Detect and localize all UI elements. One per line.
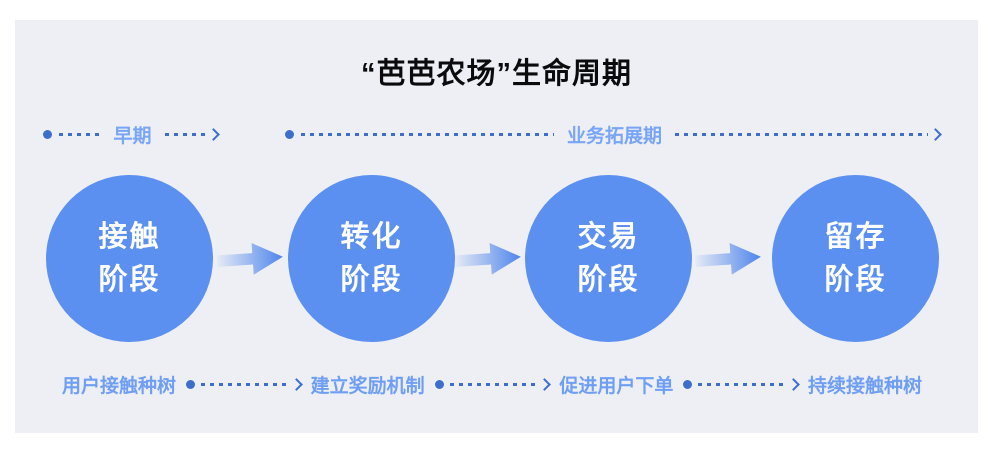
lifecycle-panel: “芭芭农场”生命周期 早期 业务拓展期 接触 阶段 转化 阶段 交易 阶 — [15, 20, 978, 433]
stage-label-line: 转化 — [340, 221, 403, 254]
stage-arrow-icon — [694, 239, 762, 280]
stage-arrow-icon — [454, 239, 522, 280]
step-connector — [186, 377, 303, 391]
timeline-start-dot-icon — [43, 129, 52, 139]
stage-label-line: 接触 — [98, 221, 161, 254]
stage-label-line: 阶段 — [824, 263, 887, 296]
stage-circle-transaction: 交易 阶段 — [525, 175, 692, 342]
connector-dot-icon — [186, 379, 196, 389]
stage-label-line: 阶段 — [98, 263, 161, 296]
dashed-line — [301, 132, 554, 136]
dashed-line — [59, 132, 101, 136]
arrow-right-icon — [207, 127, 220, 141]
connector-dot-icon — [683, 379, 693, 389]
timeline-label-expansion: 业务拓展期 — [567, 125, 663, 147]
arrow-right-icon — [289, 377, 303, 391]
stage-circle-contact: 接触 阶段 — [46, 175, 213, 342]
stage-label-line: 留存 — [824, 221, 887, 254]
arrow-right-icon — [538, 377, 552, 391]
stage-label-line: 阶段 — [340, 263, 403, 296]
stage-circle-conversion: 转化 阶段 — [288, 175, 455, 342]
dashed-line — [675, 132, 929, 136]
timeline-early-period: 早期 — [43, 124, 220, 147]
diagram-title: “芭芭农场”生命周期 — [360, 58, 632, 90]
dashed-line — [698, 382, 787, 386]
timeline-start-dot-icon — [285, 129, 294, 139]
stage-label-line: 交易 — [577, 221, 640, 254]
step-label-continuous-contact: 持续接触种树 — [807, 375, 922, 397]
stage-arrow-icon — [216, 239, 284, 280]
arrow-right-icon — [787, 377, 800, 391]
arrow-right-icon — [929, 127, 942, 141]
timeline-expansion-period: 业务拓展期 — [285, 124, 942, 147]
step-connector — [683, 377, 800, 391]
bottom-step-row: 用户接触种树 建立奖励机制 促进用户下单 持续接触种树 — [62, 370, 922, 398]
stage-label-line: 阶段 — [577, 263, 640, 296]
step-label-reward-mechanism: 建立奖励机制 — [310, 375, 425, 397]
dashed-line — [164, 132, 207, 136]
step-label-promote-orders: 促进用户下单 — [559, 375, 674, 397]
timeline-label-early: 早期 — [113, 125, 152, 147]
connector-dot-icon — [434, 379, 444, 389]
step-connector — [434, 377, 552, 391]
dashed-line — [201, 382, 290, 386]
step-label-contact-trees: 用户接触种树 — [62, 375, 177, 397]
stage-circle-retention: 留存 阶段 — [772, 175, 939, 342]
dashed-line — [449, 382, 539, 386]
